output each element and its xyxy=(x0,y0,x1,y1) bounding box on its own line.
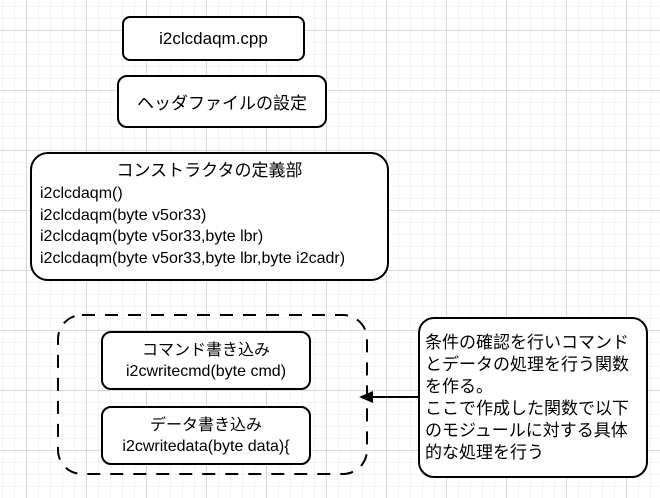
command-write-code: i2cwritecmd(byte cmd) xyxy=(125,362,287,380)
constructor-title: コンストラクタの定義部 xyxy=(116,161,303,180)
file-name-label: i2clcdaqm.cpp xyxy=(159,28,268,48)
note-line: とデータの処理を行う関数 xyxy=(425,355,629,374)
command-write-title: コマンド書き込み xyxy=(141,341,270,359)
note-line: 的な処理を行う xyxy=(425,443,544,462)
node-file-name[interactable]: i2clcdaqm.cpp xyxy=(122,16,305,61)
constructor-signature: i2clcdaqm(byte v5or33,byte lbr) xyxy=(40,228,264,245)
node-command-write[interactable]: コマンド書き込み i2cwritecmd(byte cmd) xyxy=(101,331,311,390)
header-settings-label: ヘッダファイルの設定 xyxy=(137,94,307,113)
note-line: を作る。 xyxy=(425,377,493,396)
node-annotation-note[interactable]: 条件の確認を行いコマンド とデータの処理を行う関数 を作る。 ここで作成した関数… xyxy=(418,317,648,478)
note-line: ここで作成した関数で以下 xyxy=(425,399,629,418)
note-line: 条件の確認を行いコマンド xyxy=(425,333,629,352)
constructor-signature: i2clcdaqm(byte v5or33) xyxy=(40,206,207,224)
data-write-code: i2cwritedata(byte data){ xyxy=(122,437,290,455)
node-header-settings[interactable]: ヘッダファイルの設定 xyxy=(117,75,327,128)
node-constructor-definitions[interactable]: コンストラクタの定義部 i2clcdaqm() i2clcdaqm(byte v… xyxy=(30,152,389,281)
constructor-signature: i2clcdaqm(byte v5or33,byte lbr,byte i2ca… xyxy=(40,249,346,267)
note-line: のモジュールに対する具体 xyxy=(425,421,628,440)
connector-arrow-left-icon[interactable] xyxy=(359,390,420,404)
node-data-write[interactable]: データ書き込み i2cwritedata(byte data){ xyxy=(101,406,311,465)
constructor-signature: i2clcdaqm() xyxy=(40,185,123,202)
data-write-title: データ書き込み xyxy=(149,416,262,434)
